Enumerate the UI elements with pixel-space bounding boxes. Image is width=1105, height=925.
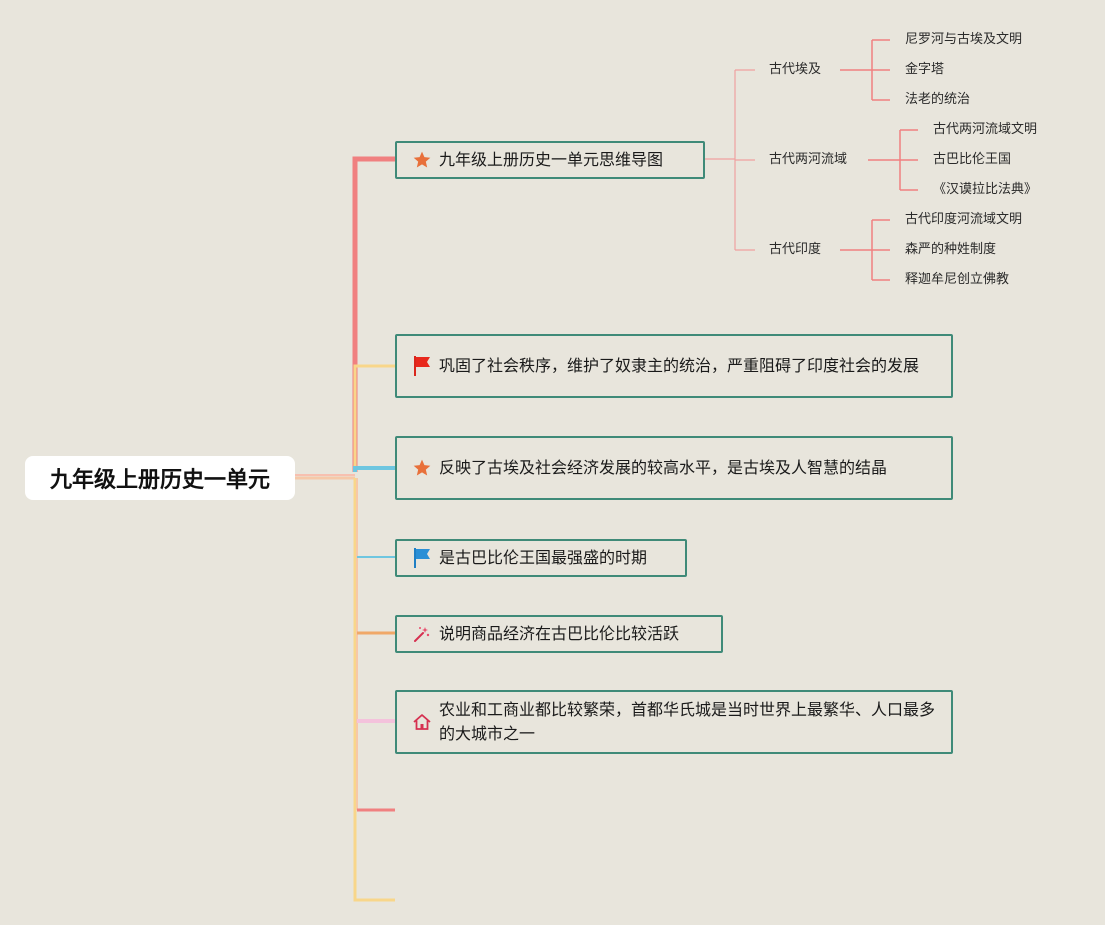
subtopic-ancient-egypt[interactable]: 古代埃及	[769, 62, 822, 77]
root-topic[interactable]: 九年级上册历史一单元	[25, 456, 295, 500]
topic-caste-effect[interactable]: 巩固了社会秩序，维护了奴隶主的统治，严重阻碍了印度社会的发展	[395, 334, 953, 398]
flag-icon	[411, 547, 433, 569]
leaf-hammurabi-code[interactable]: 《汉谟拉比法典》	[933, 182, 1038, 197]
star-icon	[411, 457, 433, 479]
trunk-red	[352, 156, 395, 472]
flag-icon	[411, 355, 433, 377]
topic-label: 农业和工商业都比较繁荣，首都华氏城是当时世界上最繁华、人口最多的大城市之一	[439, 700, 936, 743]
meso-leaves	[868, 129, 918, 191]
home-icon	[411, 711, 433, 733]
topic-label: 巩固了社会秩序，维护了奴隶主的统治，严重阻碍了印度社会的发展	[439, 356, 920, 375]
topic-label: 是古巴比伦王国最强盛的时期	[439, 548, 648, 567]
subtopic-ancient-india[interactable]: 古代印度	[769, 242, 822, 257]
star-icon	[411, 149, 433, 171]
leaf-pharaoh-rule[interactable]: 法老的统治	[905, 92, 971, 107]
topic-commodity-economy[interactable]: 说明商品经济在古巴比伦比较活跃	[395, 615, 723, 653]
topic-babylon-peak[interactable]: 是古巴比伦王国最强盛的时期	[395, 539, 687, 577]
subtopic-mesopotamia[interactable]: 古代两河流域	[769, 152, 848, 167]
india-leaves	[840, 219, 890, 281]
egypt-leaves	[840, 39, 890, 101]
trunk-yellow	[353, 364, 395, 472]
topic-label: 说明商品经济在古巴比伦比较活跃	[439, 624, 680, 643]
leaf-babylon-kingdom[interactable]: 古巴比伦王国	[933, 152, 1012, 167]
leaf-mesopotamia-civilization[interactable]: 古代两河流域文明	[933, 122, 1038, 137]
topic-pyramid-meaning[interactable]: 反映了古埃及社会经济发展的较高水平，是古埃及人智慧的结晶	[395, 436, 953, 500]
magic-wand-icon	[411, 623, 433, 645]
leaf-indus-civilization[interactable]: 古代印度河流域文明	[905, 212, 1023, 227]
topic-huashi-city[interactable]: 农业和工商业都比较繁荣，首都华氏城是当时世界上最繁华、人口最多的大城市之一	[395, 690, 953, 754]
topic-mind-map-title[interactable]: 九年级上册历史一单元思维导图	[395, 141, 705, 179]
topic-label: 反映了古埃及社会经济发展的较高水平，是古埃及人智慧的结晶	[439, 458, 888, 477]
trunk-blue	[353, 466, 395, 472]
leaf-nile-civilization[interactable]: 尼罗河与古埃及文明	[905, 32, 1023, 47]
leaf-caste-system[interactable]: 森严的种姓制度	[905, 242, 997, 257]
topic-label: 九年级上册历史一单元思维导图	[439, 150, 664, 169]
trunk-lower	[353, 478, 395, 902]
leaf-pyramid[interactable]: 金字塔	[905, 62, 945, 77]
leaf-buddhism-founding[interactable]: 释迦牟尼创立佛教	[905, 272, 1010, 287]
sub-trunk	[704, 70, 736, 250]
